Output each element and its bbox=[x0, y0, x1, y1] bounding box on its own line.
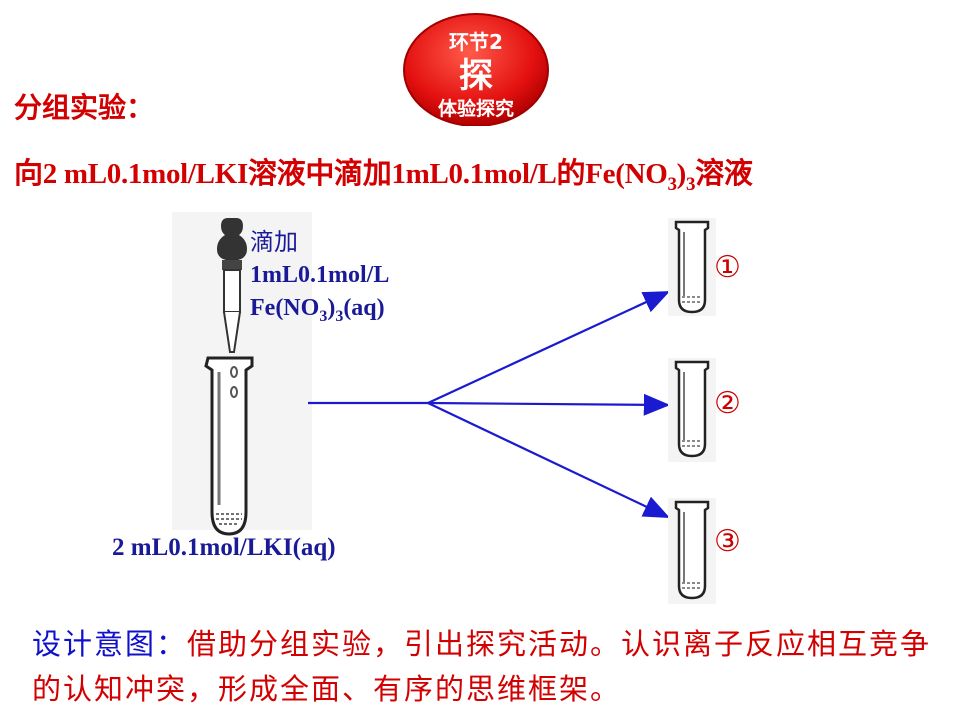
dropper-label-action: 滴加 bbox=[250, 228, 298, 256]
tube-number-2: ② bbox=[714, 386, 741, 421]
test-tube-3 bbox=[668, 498, 716, 604]
badge-step: 环节2 bbox=[449, 30, 503, 54]
test-tube-1 bbox=[668, 218, 716, 316]
dropper-label-volume: 1mL0.1mol/L bbox=[250, 262, 390, 288]
design-intent: 设计意图：借助分组实验，引出探究活动。认识离子反应相互竞争的认知冲突，形成全面、… bbox=[32, 622, 942, 712]
split-arrows bbox=[308, 291, 671, 518]
badge-char: 探 bbox=[459, 56, 493, 96]
tube-label: 2 mL0.1mol/LKI(aq) bbox=[112, 534, 336, 561]
procedure-text: 向2 mL0.1mol/LKI溶液中滴加1mL0.1mol/L的Fe(NO3)3… bbox=[14, 158, 753, 195]
dropper-label-reagent: Fe(NO3)3(aq) bbox=[250, 295, 385, 325]
tube-number-3: ③ bbox=[714, 524, 741, 559]
design-intent-head: 设计意图： bbox=[32, 627, 188, 661]
tube-number-1: ① bbox=[714, 250, 741, 285]
dropper-label: 滴加 1mL0.1mol/L Fe(NO3)3(aq) bbox=[250, 226, 389, 333]
test-tube-2 bbox=[668, 358, 716, 462]
badge-subtitle: 体验探究 bbox=[437, 98, 514, 120]
section-badge: 环节2 探 体验探究 bbox=[402, 10, 550, 127]
main-test-tube bbox=[204, 356, 254, 536]
dropper-icon bbox=[172, 212, 312, 530]
section-title: 分组实验： bbox=[14, 91, 155, 124]
design-intent-body: 借助分组实验，引出探究活动。认识离子反应相互竞争的认知冲突，形成全面、有序的思维… bbox=[32, 627, 932, 706]
